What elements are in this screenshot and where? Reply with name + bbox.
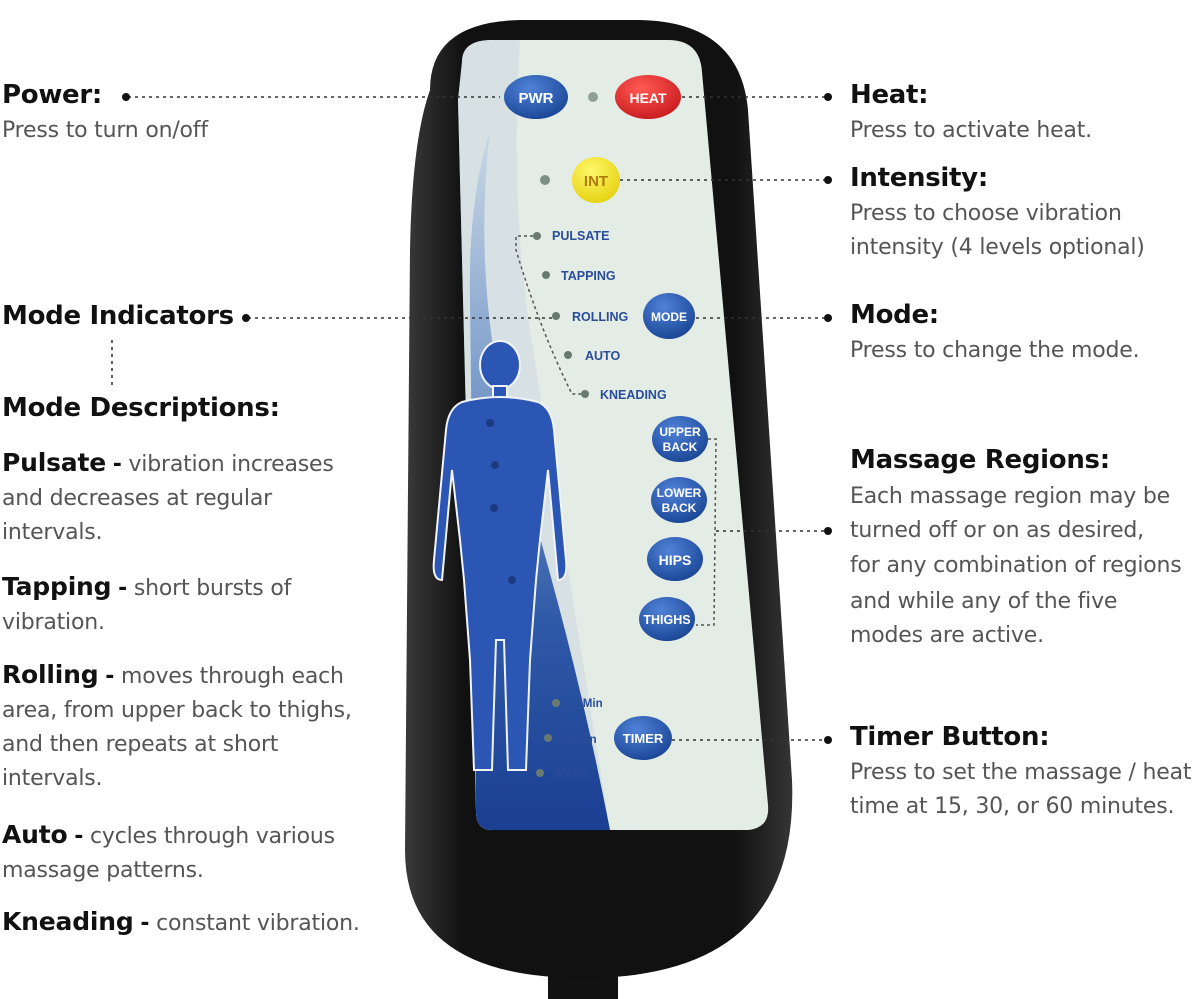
mode-desc-tapping-text: short bursts of vibration. (2, 576, 292, 635)
lower-back-label-1: LOWER (657, 486, 702, 500)
leader-lines (111, 96, 826, 741)
body-figure-icon (432, 340, 568, 771)
mode-descriptions-title: Mode Descriptions: (2, 393, 280, 423)
mode-desc-kneading-name: Kneading (2, 907, 134, 936)
timer-indicators: 15Min 30Min 60Min (536, 698, 603, 780)
timer-label-60: 60Min (555, 768, 588, 780)
mode-desc-kneading: Kneading - constant vibration. (2, 905, 402, 941)
mode-button-label: MODE (651, 310, 687, 324)
massage-regions-line-2: turned off or on as desired, (850, 518, 1144, 543)
int-led (540, 175, 550, 185)
mode-desc-pulsate: Pulsate - vibration increases and decrea… (2, 446, 362, 550)
hips-button-label: HIPS (659, 552, 692, 568)
mode-desc-kneading-text: constant vibration. (156, 911, 360, 936)
massage-regions-line-3: for any combination of regions (850, 553, 1182, 578)
thighs-button-label: THIGHS (643, 613, 690, 627)
heat-button[interactable]: HEAT (615, 75, 681, 119)
leader-endpoints (122, 93, 832, 744)
pwr-button-label: PWR (519, 90, 554, 107)
massage-regions-line-5: modes are active. (850, 623, 1044, 648)
timer-label-30: 30Min (564, 734, 597, 746)
mode-desc-pulsate-text: vibration increases and decreases at reg… (2, 452, 334, 545)
mode-desc-tapping-name: Tapping (2, 572, 112, 601)
mode-label-kneading: KNEADING (600, 388, 667, 402)
timer-button-label: TIMER (623, 731, 664, 746)
lower-back-button[interactable]: LOWER BACK (651, 477, 707, 523)
massage-regions-line-4: and while any of the five (850, 589, 1118, 614)
upper-back-label-1: UPPER (659, 425, 701, 439)
heat-desc: Press to activate heat. (850, 118, 1092, 143)
mode-desc-pulsate-name: Pulsate (2, 448, 106, 477)
mode-desc-pulsate-dash: - (112, 452, 122, 477)
lower-back-label-2: BACK (662, 501, 697, 515)
mode-indicators-title: Mode Indicators (2, 301, 234, 331)
power-desc: Press to turn on/off (2, 118, 208, 143)
mode-desc-auto: Auto - cycles through various massage pa… (2, 818, 362, 888)
mode-desc-tapping-dash: - (118, 576, 128, 601)
pwr-button[interactable]: PWR (504, 75, 568, 119)
mode-desc-rolling-name: Rolling (2, 660, 99, 689)
mode-button[interactable]: MODE (643, 293, 695, 339)
int-button[interactable]: INT (572, 157, 620, 203)
timer-desc-1: Press to set the massage / heat (850, 760, 1192, 785)
mode-desc-auto-dash: - (74, 824, 84, 849)
heat-title: Heat: (850, 80, 929, 110)
mode-desc-kneading-dash: - (140, 911, 150, 936)
massage-regions-title: Massage Regions: (850, 445, 1110, 475)
figure-region-dots (486, 419, 516, 584)
power-title: Power: (2, 80, 102, 110)
mode-desc: Press to change the mode. (850, 338, 1140, 363)
mode-label-rolling: ROLLING (572, 310, 628, 324)
mode-indicators: PULSATE TAPPING ROLLING AUTO KNEADING (533, 229, 667, 402)
mode-label-auto: AUTO (585, 349, 620, 363)
thighs-button[interactable]: THIGHS (639, 597, 695, 641)
mode-label-tapping: TAPPING (561, 269, 616, 283)
upper-back-button[interactable]: UPPER BACK (652, 416, 708, 462)
heat-button-label: HEAT (629, 90, 667, 106)
mode-desc-auto-text: cycles through various massage patterns. (2, 824, 335, 883)
mode-desc-tapping: Tapping - short bursts of vibration. (2, 570, 362, 640)
intensity-desc-2: intensity (4 levels optional) (850, 235, 1145, 260)
mode-desc-rolling-dash: - (105, 664, 115, 689)
timer-desc-2: time at 15, 30, or 60 minutes. (850, 794, 1175, 819)
mode-desc-rolling: Rolling - moves through each area, from … (2, 658, 362, 796)
int-button-label: INT (584, 173, 608, 190)
timer-button[interactable]: TIMER (614, 716, 672, 760)
timer-title: Timer Button: (850, 722, 1050, 752)
timer-label-15: 15Min (570, 698, 603, 710)
mode-desc-rolling-text: moves through each area, from upper back… (2, 664, 352, 791)
mode-desc-auto-name: Auto (2, 820, 68, 849)
massage-regions-line-1: Each massage region may be (850, 484, 1171, 509)
intensity-title: Intensity: (850, 163, 988, 193)
hips-button[interactable]: HIPS (647, 537, 703, 581)
mode-indicator-bracket (515, 235, 590, 395)
upper-back-label-2: BACK (663, 440, 698, 454)
intensity-desc-1: Press to choose vibration (850, 201, 1122, 226)
mode-label-pulsate: PULSATE (552, 229, 609, 243)
mode-title: Mode: (850, 300, 939, 330)
power-led (588, 92, 598, 102)
